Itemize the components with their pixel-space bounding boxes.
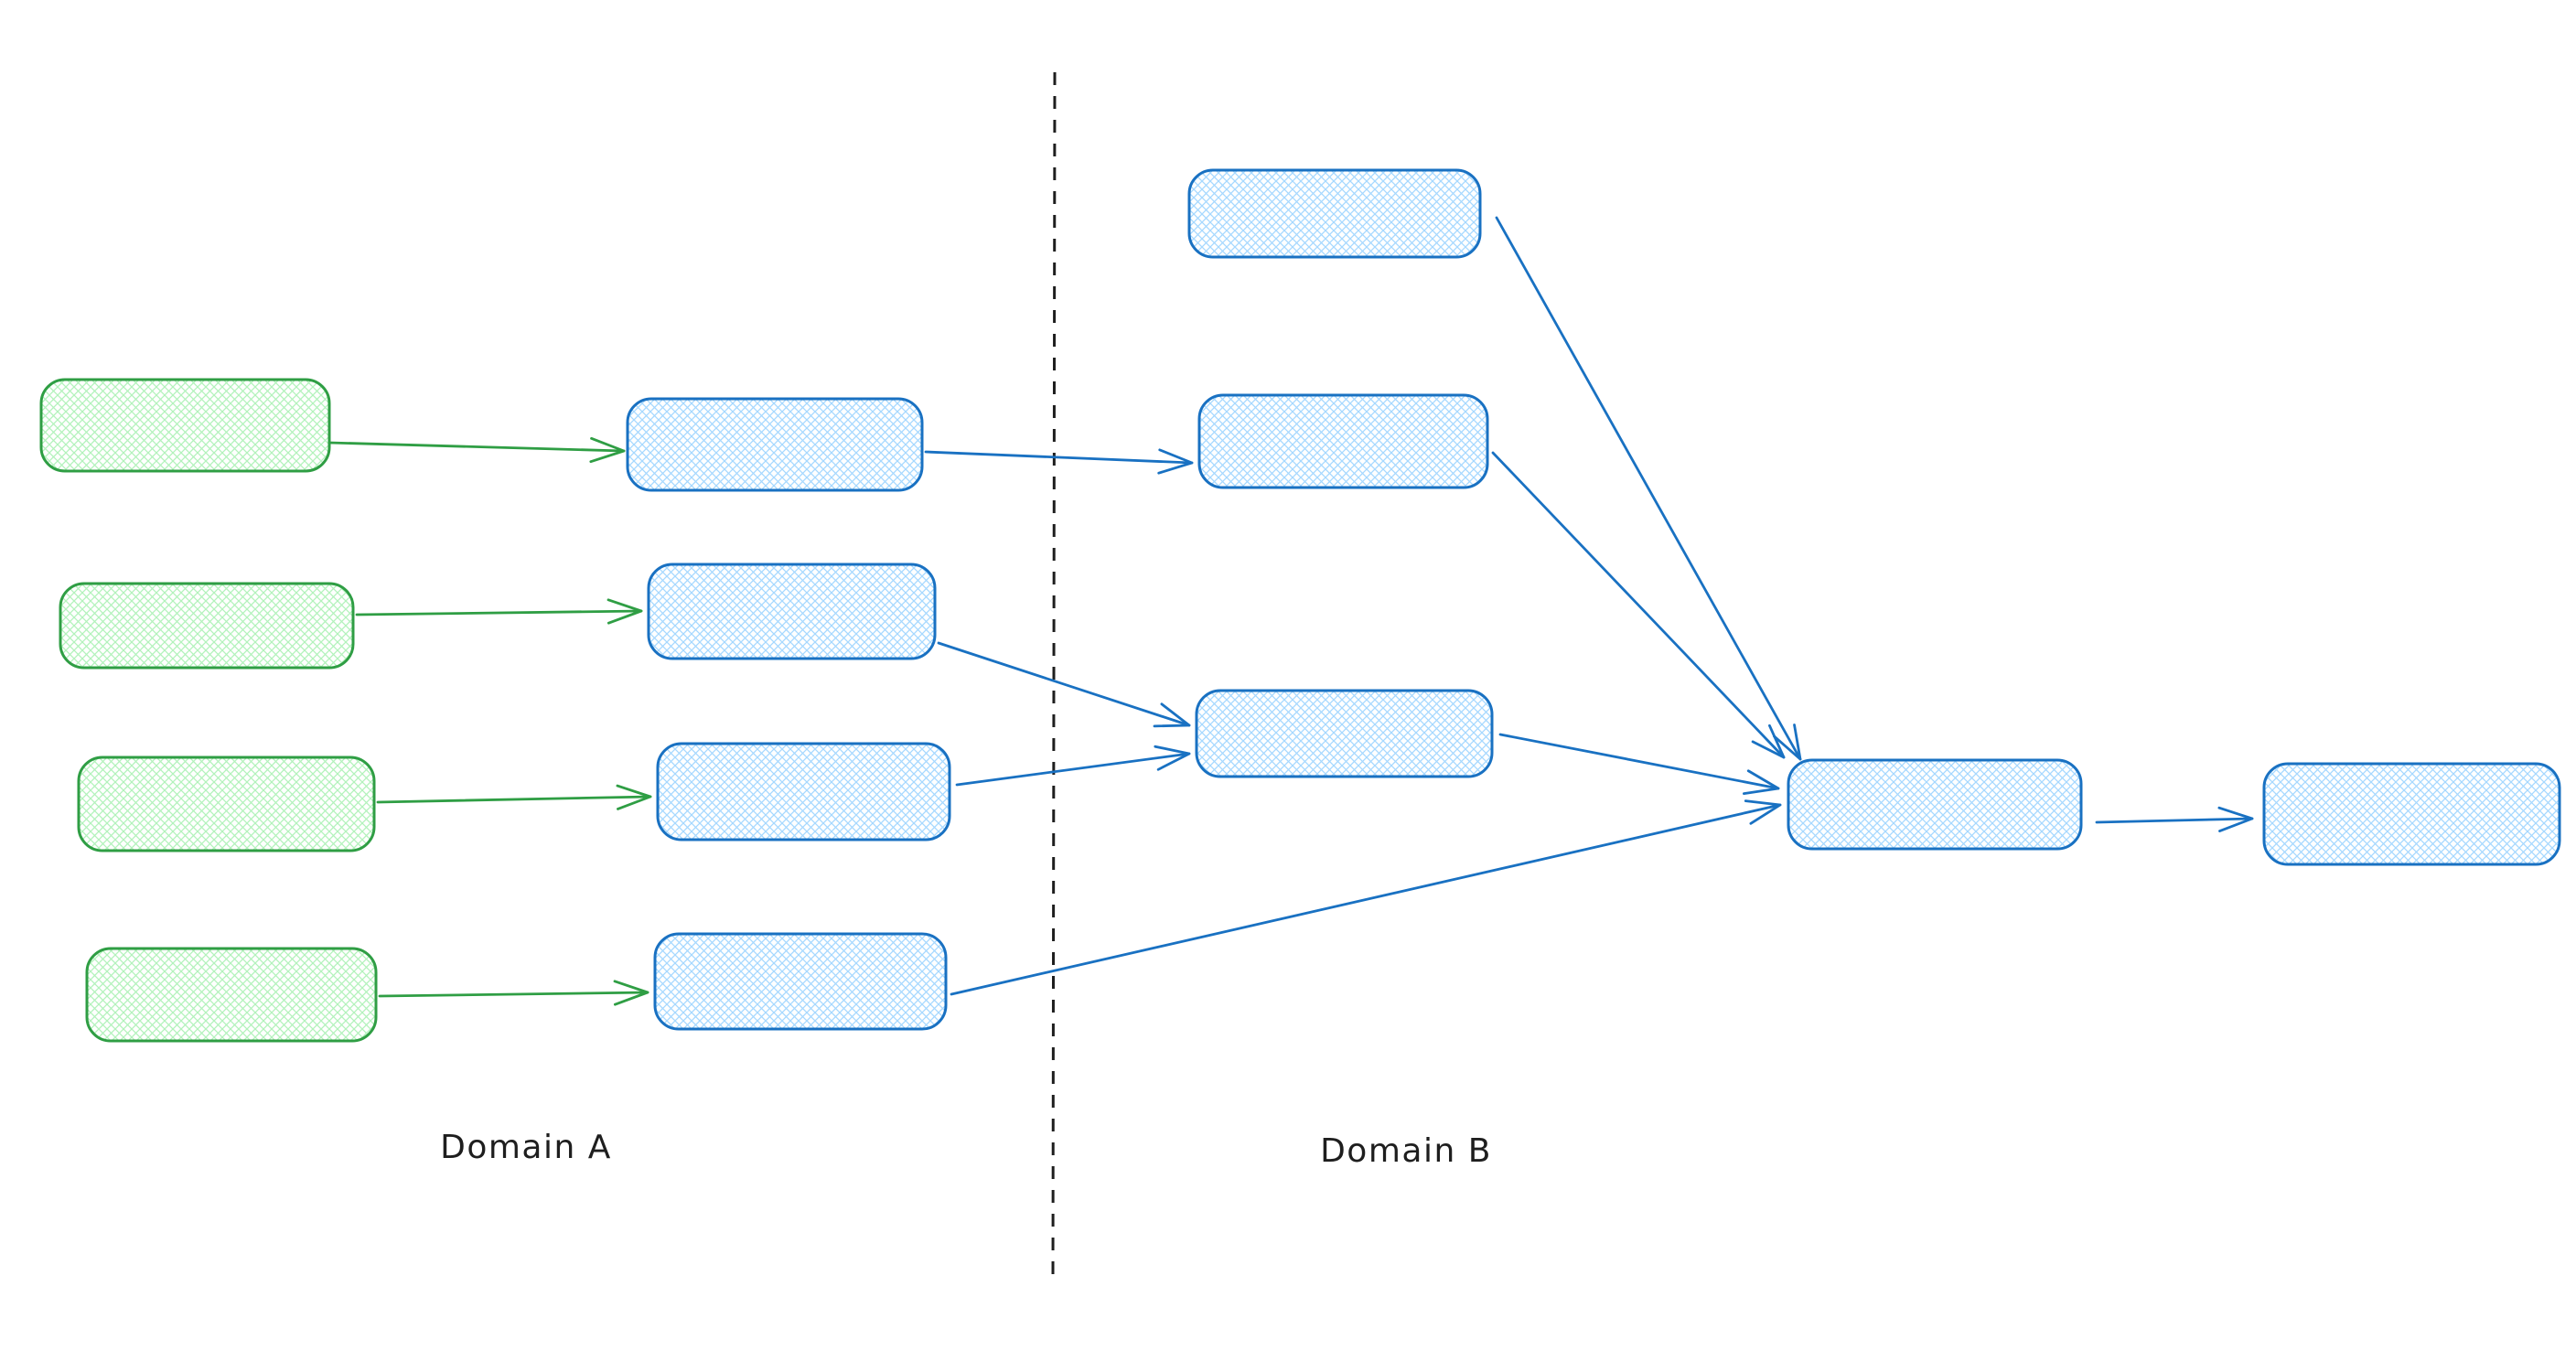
- edge-source3-stagea3-arrowhead: [616, 784, 652, 810]
- node-output: [2262, 762, 2561, 866]
- node-source-1: [39, 378, 331, 473]
- edge-source1-stagea1: [327, 441, 626, 453]
- node-source-4: [85, 947, 378, 1043]
- edge-stagea4-aggregator: [950, 803, 1782, 996]
- node-stage-a3: [656, 742, 951, 841]
- edges: [327, 216, 2254, 1006]
- edge-source3-stagea3: [376, 795, 652, 804]
- edge-aggregator-output-arrowhead: [2217, 806, 2254, 832]
- edge-aggregator-output: [2095, 817, 2254, 824]
- edge-bmiddle-aggregator-arrowhead: [1743, 769, 1780, 796]
- edge-stagea4-aggregator-arrowhead: [1744, 799, 1782, 825]
- edge-source2-stagea2: [355, 609, 643, 616]
- edge-stagea1-bupper: [924, 450, 1194, 465]
- edge-btop-aggregator-arrowhead: [1773, 724, 1802, 761]
- edge-btop-aggregator: [1495, 216, 1802, 761]
- edge-stagea1-bupper-arrowhead: [1157, 448, 1194, 475]
- node-stage-a2: [647, 563, 937, 660]
- node-b-top: [1187, 168, 1482, 259]
- edge-source4-stagea4: [378, 991, 649, 998]
- node-b-middle: [1195, 689, 1494, 778]
- node-stage-a1: [626, 397, 924, 492]
- domain-divider-dashed-line: [1051, 71, 1057, 1281]
- label-domain-a: Domain A: [440, 1129, 612, 1166]
- edge-source1-stagea1-arrowhead: [589, 436, 626, 464]
- node-source-2: [59, 582, 355, 670]
- node-b-upper: [1197, 393, 1489, 489]
- edge-source2-stagea2-arrowhead: [606, 598, 643, 625]
- edge-bupper-aggregator-arrowhead: [1751, 724, 1786, 759]
- node-stage-a4: [653, 932, 948, 1031]
- node-aggregator: [1787, 758, 2083, 851]
- edge-bupper-aggregator: [1491, 451, 1786, 759]
- edge-stagea2-bmiddle: [937, 641, 1191, 727]
- label-domain-b: Domain B: [1320, 1132, 1492, 1170]
- edge-bmiddle-aggregator: [1498, 733, 1780, 790]
- node-source-3: [77, 756, 376, 852]
- edge-stagea3-bmiddle: [955, 752, 1191, 787]
- edge-stagea3-bmiddle-arrowhead: [1154, 745, 1191, 771]
- edge-stagea2-bmiddle-arrowhead: [1153, 702, 1191, 728]
- edge-source4-stagea4-arrowhead: [613, 980, 649, 1006]
